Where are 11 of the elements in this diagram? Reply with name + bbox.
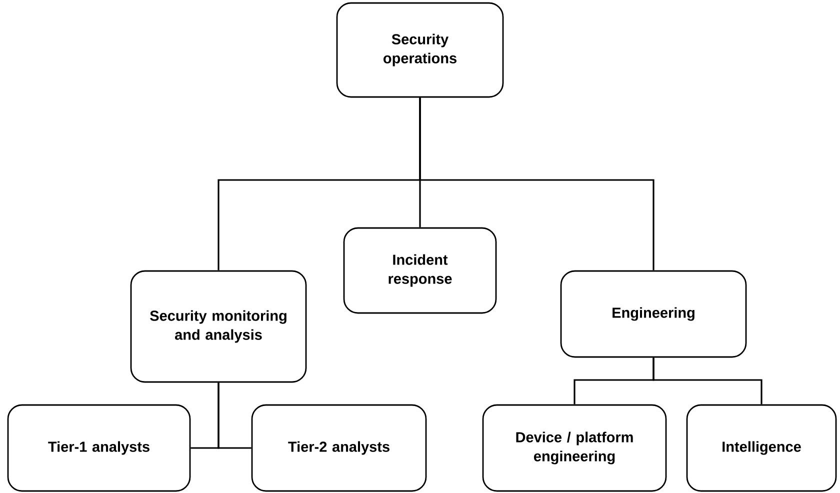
org-box: Tier-2 analysts [251,404,427,492]
org-box: Device / platform engineering [482,404,667,492]
org-box: Security operations [336,2,504,98]
org-box: Incident response [343,227,497,314]
org-box: Security monitoring and analysis [130,270,307,383]
connector-line [419,98,654,270]
connector-line [218,382,252,449]
org-box: Tier-1 analysts [7,404,191,492]
connector-line [652,358,762,404]
org-box: Engineering [560,270,747,358]
org-box: Intelligence [686,404,837,492]
